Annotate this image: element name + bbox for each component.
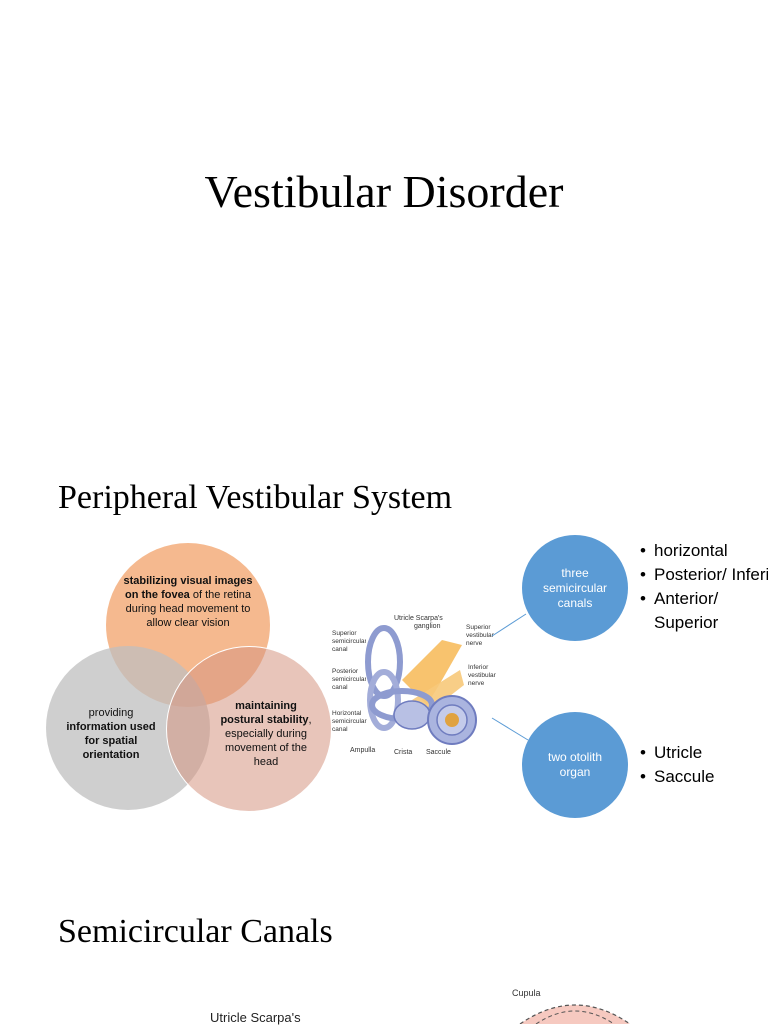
node-three-semicircular-canals: three semicircular canals [522, 535, 628, 641]
node-otolith-label: two otolith organ [547, 750, 603, 779]
slide-title-vestibular-disorder: Vestibular Disorder [204, 166, 564, 217]
inner-ear-illustration: Utricle Scarpa's ganglion Superior semic… [332, 615, 496, 756]
label-crista: Crista [394, 749, 412, 756]
cupula-inner-shape [535, 1010, 615, 1024]
posterior-canal-shape [367, 669, 401, 731]
canal-item-anterior: Anterior/ Superior [640, 587, 734, 635]
venn-text-top: stabilizing visual images on the fovea o… [122, 574, 254, 630]
heading-peripheral-vestibular-system: Peripheral Vestibular System [58, 479, 453, 516]
vestibule-shape [393, 700, 431, 730]
canal-item-horizontal: horizontal [640, 539, 768, 563]
label-ganglion: ganglion [414, 623, 441, 630]
label-inferior-nerve: Inferior vestibular nerve [468, 664, 496, 687]
label-utricle-scarpa: Utricle Scarpa's [394, 615, 443, 622]
vestibular-nerve-shape [402, 640, 462, 705]
node-canals-label: three semicircular canals [542, 565, 607, 610]
venn-right-bold: maintaining postural stability [220, 700, 309, 726]
label-ampulla: Ampulla [350, 747, 375, 754]
venn-top-rest: of the retina during head movement to al… [125, 589, 251, 629]
venn-circle-right [166, 646, 332, 812]
cupula-illustration [519, 1004, 631, 1024]
cochlea-core-shape [445, 713, 459, 727]
label-posterior-canal: Posterior semicircular canal [332, 668, 366, 691]
otolith-item-saccule: Saccule [640, 765, 714, 789]
venn-right-rest: , especially during movement of the head [225, 714, 312, 768]
venn-top-bold: stabilizing visual images on the fovea [123, 575, 253, 601]
otolith-bullet-list: Utricle Saccule [640, 741, 714, 789]
label-superior-nerve: Superior vestibular nerve [466, 624, 494, 647]
canals-bullet-list: horizontal Posterior/ Inferior Anterior/… [640, 539, 768, 635]
label-horizontal-canal: Horizontal semicircular canal [332, 710, 367, 733]
label-utricle-scarpa-bottom: Utricle Scarpa's [210, 1010, 301, 1025]
venn-left-pre: providing [88, 707, 134, 719]
label-saccule: Saccule [426, 749, 451, 756]
inferior-nerve-shape [412, 670, 464, 710]
venn-text-right: maintaining postural stability, especial… [214, 699, 318, 769]
connector-lines [491, 613, 529, 741]
venn-left-bold: information used for spatial orientation [66, 721, 156, 761]
label-superior-canal: Superior semicircular canal [332, 630, 366, 653]
connector-line-otolith [491, 717, 529, 741]
otolith-item-utricle: Utricle [640, 741, 714, 765]
heading-semicircular-canals: Semicircular Canals [58, 913, 333, 950]
connector-line-canals [491, 613, 527, 637]
cupula-outer-shape [519, 1004, 631, 1024]
canal-item-posterior: Posterior/ Inferior [640, 563, 768, 587]
label-cupula: Cupula [512, 988, 541, 998]
venn-text-left: providing information used for spatial o… [58, 706, 164, 762]
node-two-otolith-organ: two otolith organ [522, 712, 628, 818]
